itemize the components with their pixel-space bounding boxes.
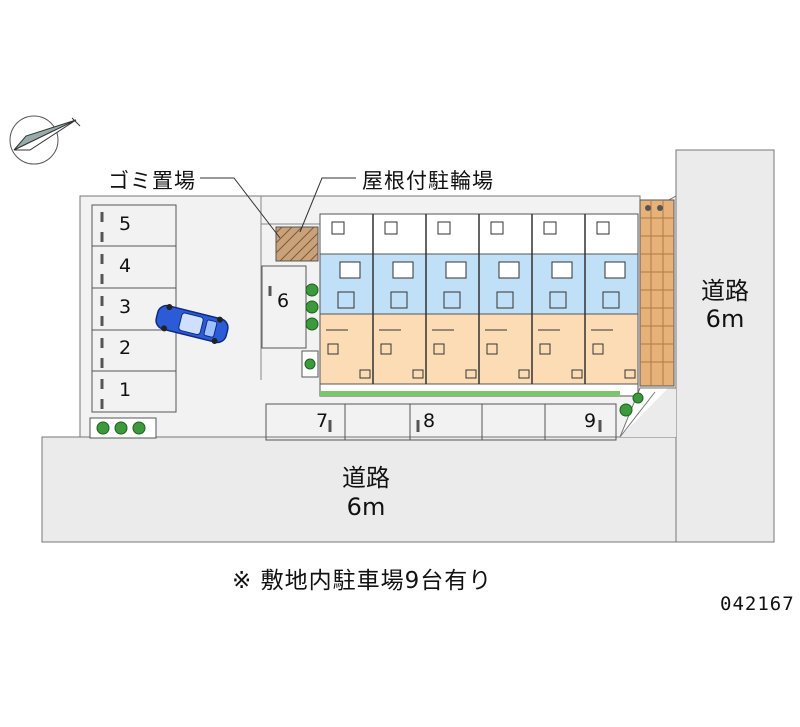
- parking-note: ※ 敷地内駐車場9台有り: [232, 568, 493, 594]
- parking-slot-label: 6: [277, 290, 290, 312]
- garbage-label: ゴミ置場: [108, 169, 196, 193]
- bicycle-icon: [645, 205, 663, 211]
- tree-icon: [619, 392, 644, 417]
- parking-slot-label: 2: [119, 337, 132, 359]
- parking-slot-label: 5: [119, 213, 132, 235]
- compass-icon: [9, 115, 81, 165]
- east-road-name: 道路: [701, 277, 749, 305]
- bike-shelter: [639, 199, 675, 387]
- bottom-parking: [265, 403, 617, 441]
- garbage-leader: [200, 177, 281, 239]
- left-parking: [91, 204, 177, 413]
- south-road: [41, 436, 775, 543]
- tree-icon: [305, 283, 319, 331]
- car-icon: [155, 304, 229, 344]
- east-road: [675, 149, 775, 543]
- bike-leader: [299, 177, 356, 233]
- parking-slot-label: 4: [119, 255, 132, 277]
- property-code: 042167: [720, 593, 795, 615]
- parking-slot-label: 1: [119, 379, 132, 401]
- south-road-width: 6m: [346, 493, 386, 521]
- parking-slot-label: 3: [119, 296, 132, 318]
- apartment-building: [319, 213, 639, 397]
- road-corner: [620, 380, 676, 437]
- parking-slot-label: 8: [423, 410, 436, 432]
- tree-icon: [96, 421, 146, 435]
- planting-strip: [320, 391, 620, 396]
- parking-slot-label: 7: [316, 410, 329, 432]
- south-road-name: 道路: [342, 464, 390, 492]
- bike-shelter-label: 屋根付駐輪場: [362, 169, 494, 193]
- parking-slot-label: 9: [584, 410, 597, 432]
- east-road-width: 6m: [705, 305, 745, 333]
